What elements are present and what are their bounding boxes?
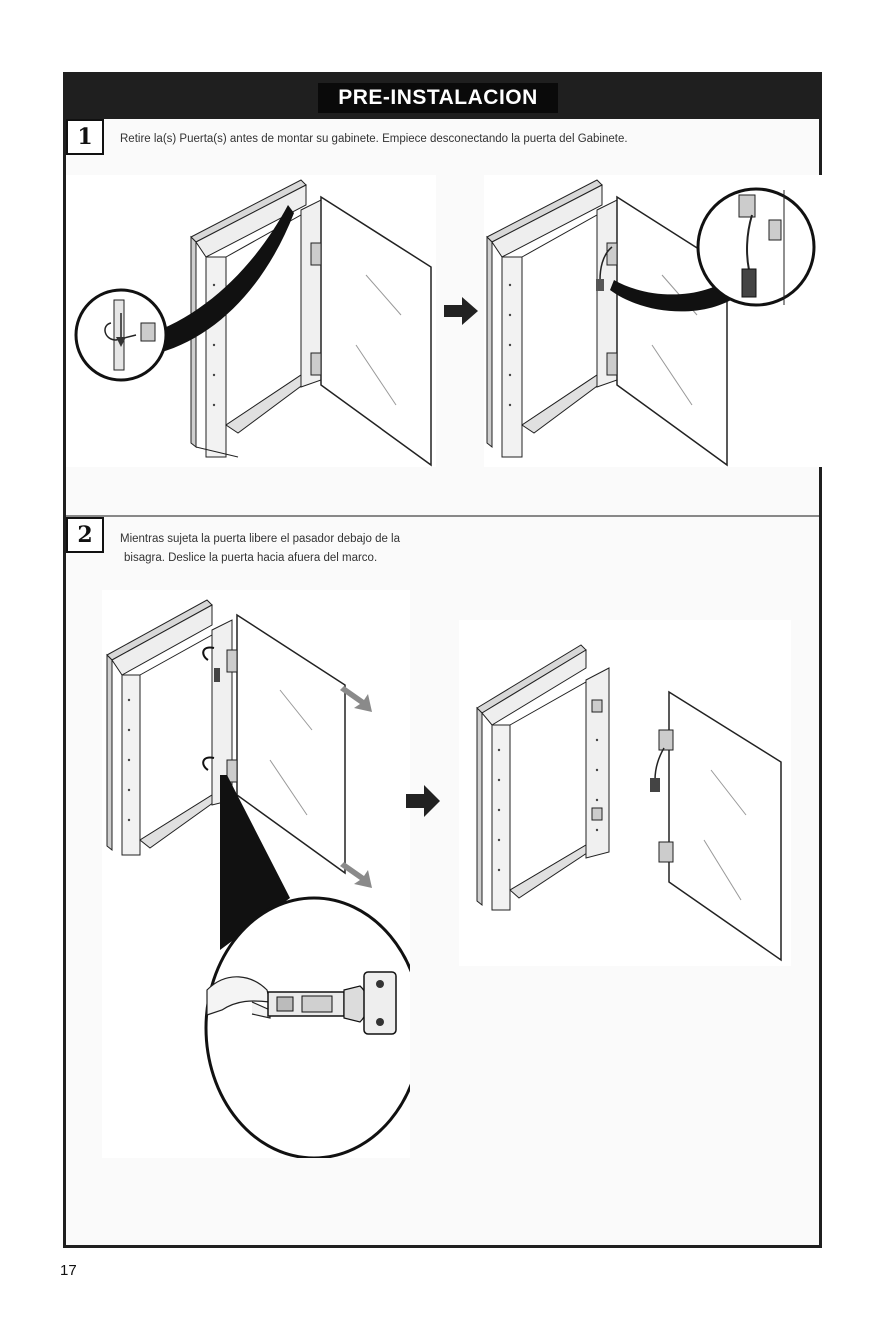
step-1-number: 1 [66,119,104,155]
step-1-text: Retire la(s) Puerta(s) antes de montar s… [120,130,628,148]
step-1-illustration-disconnect [66,175,436,467]
page-title: PRE-INSTALACION [318,83,558,113]
section-divider [66,515,819,517]
step-2-illustration-removed [459,620,791,966]
step-2-text-line-1: Mientras sujeta la puerta libere el pasa… [120,530,400,548]
step-2-text-line-2: bisagra. Deslice la puerta hacia afuera … [124,549,377,567]
step-2-number: 2 [66,517,104,553]
step-2-illustration-release [102,590,410,1158]
step-2-arrow-icon [406,785,440,817]
page-number: 17 [60,1262,77,1279]
step-1-arrow-icon [444,297,478,325]
instruction-panel: PRE-INSTALACION 1 Retire la(s) Puerta(s)… [63,72,822,1248]
header-bar: PRE-INSTALACION [66,75,819,119]
step-1-illustration-wire [484,175,822,467]
